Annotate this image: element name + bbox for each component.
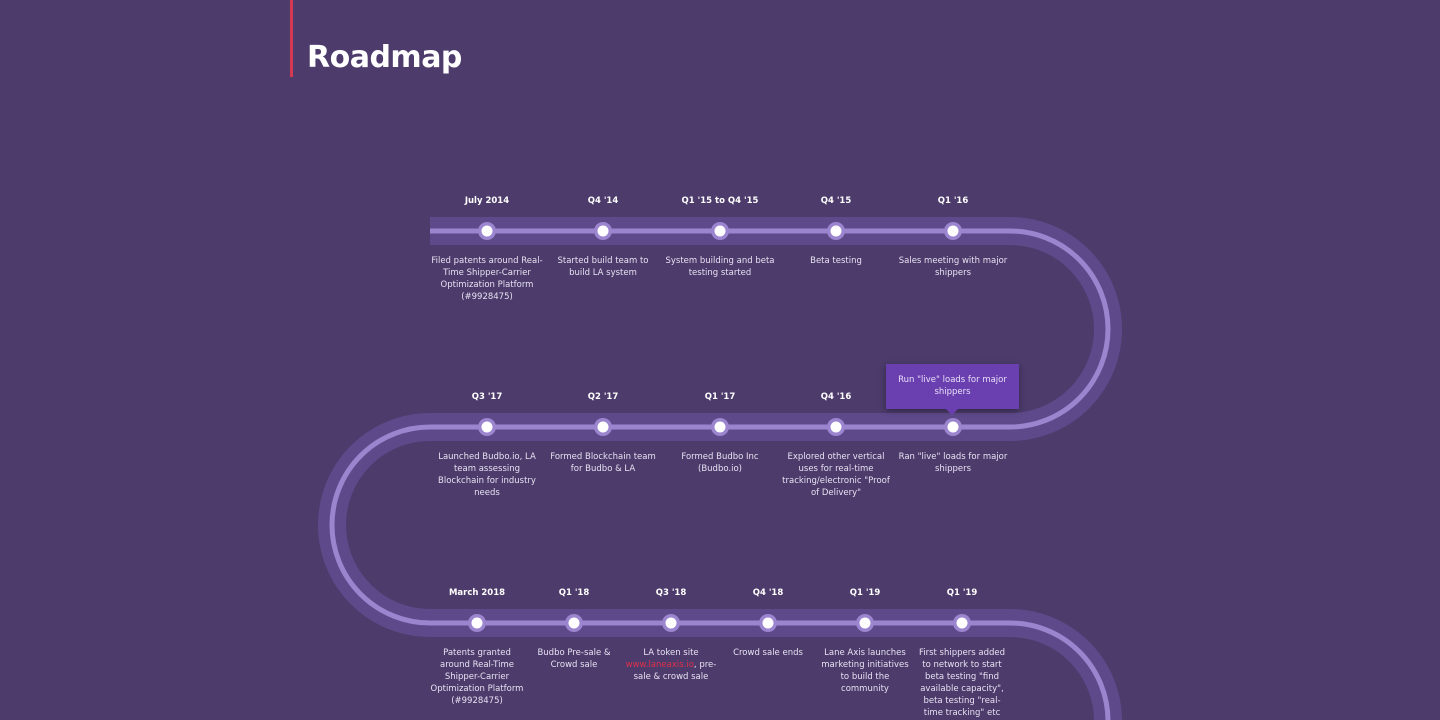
milestone-description: Launched Budbo.io, LA team assessing Blo… [438,452,536,498]
milestone-date: July 2014 [464,196,510,206]
milestone-description: Crowd sale ends [733,648,803,658]
milestone-node[interactable] [762,617,774,629]
milestone-date: Q4 '18 [752,588,784,598]
milestone-date: Q4 '15 [820,196,852,206]
page-title: Roadmap [307,40,462,75]
milestone-description: Filed patents around Real-Time Shipper-C… [431,256,543,302]
milestone-description: Ran "live" loads for major shippers [898,452,1008,474]
milestone-date: Q1 '15 to Q4 '15 [681,196,759,206]
milestone-node[interactable] [714,421,726,433]
milestone-node[interactable] [947,421,959,433]
tooltip-arrow [946,409,958,415]
milestone-date: March 2018 [448,588,506,598]
milestone-node[interactable] [714,225,726,237]
milestone-description: Sales meeting with major shippers [898,256,1008,278]
milestone-description: Explored other vertical uses for real-ti… [782,452,890,498]
milestone-node[interactable] [568,617,580,629]
milestone-node[interactable] [947,225,959,237]
milestone-date: Q1 '19 [849,588,881,598]
milestone-node[interactable] [956,617,968,629]
desc-text: , pre-sale & crowd sale [633,660,717,682]
milestone-node[interactable] [481,421,493,433]
milestone-description: Patents granted around Real-Time Shipper… [430,648,524,706]
milestone-node[interactable] [481,225,493,237]
milestone-description: Beta testing [810,256,862,266]
milestone-description: Started build team to build LA system [557,256,649,278]
milestone-date: Q4 '14 [587,196,619,206]
milestone-node[interactable] [859,617,871,629]
milestone-description: Budbo Pre-sale & Crowd sale [537,648,611,670]
milestone-date: Q1 '17 [704,392,736,402]
milestone-node[interactable] [830,225,842,237]
milestone-description: First shippers added to network to start… [918,648,1006,718]
milestone-description: Formed Budbo Inc (Budbo.io) [681,452,759,474]
milestone-node[interactable] [830,421,842,433]
desc-text: LA token site [643,648,699,658]
milestone-node[interactable] [471,617,483,629]
milestone-node[interactable] [597,421,609,433]
milestone-date: Q1 '19 [946,588,978,598]
milestone-date: Q2 '17 [587,392,619,402]
title-accent-bar [290,0,293,77]
milestone-date: Q4 '16 [820,392,852,402]
milestone-node[interactable] [665,617,677,629]
milestone-description: Lane Axis launches marketing initiatives… [821,648,909,694]
milestone-date: Q1 '18 [558,588,590,598]
milestone-date: Q3 '18 [655,588,687,598]
milestone-tooltip: Run "live" loads for major shippers [886,364,1019,409]
milestone-date: Q3 '17 [471,392,503,402]
milestone-node[interactable] [597,225,609,237]
milestone-description: LA token site www.laneaxis.io, pre-sale … [623,647,719,683]
road-line [329,228,1111,720]
laneaxis-link[interactable]: www.laneaxis.io [625,660,694,670]
milestone-date: Q1 '16 [937,196,969,206]
milestone-description: Formed Blockchain team for Budbo & LA [550,452,656,474]
milestone-description: System building and beta testing started [665,256,775,278]
